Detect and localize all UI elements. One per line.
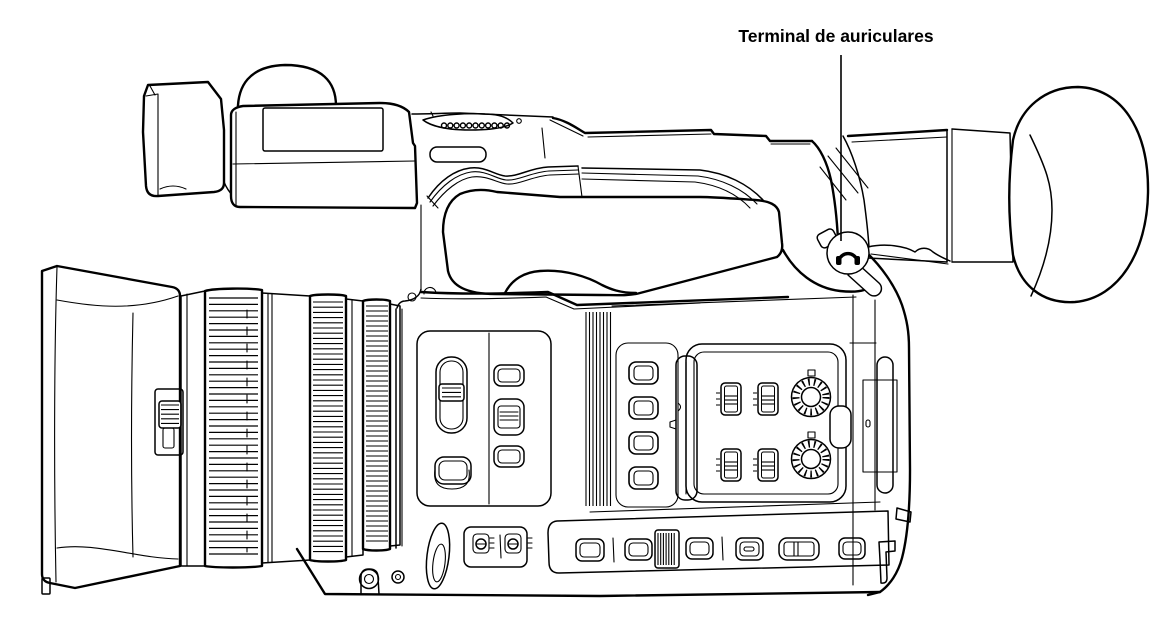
side-control-panel xyxy=(416,330,552,507)
screw xyxy=(407,292,417,302)
headphone-terminal xyxy=(816,228,883,297)
screw xyxy=(391,570,405,584)
lens-hood xyxy=(40,264,184,595)
audio-control-panel xyxy=(669,343,852,503)
strip-button xyxy=(624,538,653,561)
wb-knob xyxy=(504,533,533,554)
camera-body xyxy=(295,204,912,598)
hood-lock-latch xyxy=(154,388,184,456)
strap-hook xyxy=(878,540,896,584)
body-bottom-edge xyxy=(295,547,882,598)
strip-button xyxy=(838,537,866,560)
panel-switch xyxy=(493,398,525,436)
headphones-icon xyxy=(836,251,860,265)
bottom-button-strip xyxy=(547,510,896,584)
nd-filter-slider xyxy=(435,356,468,434)
panel-button xyxy=(493,445,525,468)
door-latch xyxy=(829,405,852,449)
eyecup xyxy=(1008,85,1150,304)
strip-button xyxy=(575,538,605,562)
screw xyxy=(516,118,522,124)
strip-button-dash xyxy=(735,537,764,561)
strap-lug-oval xyxy=(425,522,451,590)
rear-handle-bracket xyxy=(810,135,870,248)
audio-level-dial-ch1 xyxy=(790,369,832,418)
hood-foot xyxy=(41,577,51,595)
microphone-holder xyxy=(141,80,244,204)
menu-scroll-wheel xyxy=(654,529,680,569)
eyepiece-ring xyxy=(951,128,1014,263)
lens-collar-mid xyxy=(261,292,311,564)
wb-knob xyxy=(472,533,495,554)
handle-front-block xyxy=(229,101,419,210)
panel-button xyxy=(434,456,472,490)
strip-slide-switch xyxy=(778,537,820,561)
handle-side-panel xyxy=(262,107,384,152)
battery-area xyxy=(849,294,912,586)
grip-hole xyxy=(441,188,784,297)
zoom-ring xyxy=(308,293,348,563)
viewfinder xyxy=(846,85,1150,304)
speaker-holes xyxy=(440,122,511,129)
panel-button xyxy=(493,364,525,387)
battery-latch xyxy=(895,507,912,523)
lens-collar-front xyxy=(180,290,206,567)
grip-opening xyxy=(426,165,784,297)
grip-zoom-lever xyxy=(503,269,638,295)
body-rear-outline xyxy=(864,250,912,597)
handle-record-button xyxy=(429,146,487,163)
strap-lug-front xyxy=(358,568,380,595)
audio-input-switches xyxy=(716,382,779,482)
handle-hump xyxy=(236,63,338,118)
iris-ring xyxy=(361,298,392,552)
white-balance-panel xyxy=(463,526,533,568)
lens-barrel xyxy=(180,287,401,569)
lens-collar-rear xyxy=(345,298,364,558)
zoom-rocker-plate xyxy=(422,112,514,131)
user-button-column xyxy=(615,342,679,508)
handle xyxy=(229,63,814,210)
strip-button xyxy=(685,537,714,560)
callout-label: Terminal de auriculares xyxy=(738,26,934,46)
focus-ring xyxy=(203,287,264,569)
audio-level-dial-ch2 xyxy=(790,431,832,480)
grip-ribs xyxy=(585,312,612,506)
